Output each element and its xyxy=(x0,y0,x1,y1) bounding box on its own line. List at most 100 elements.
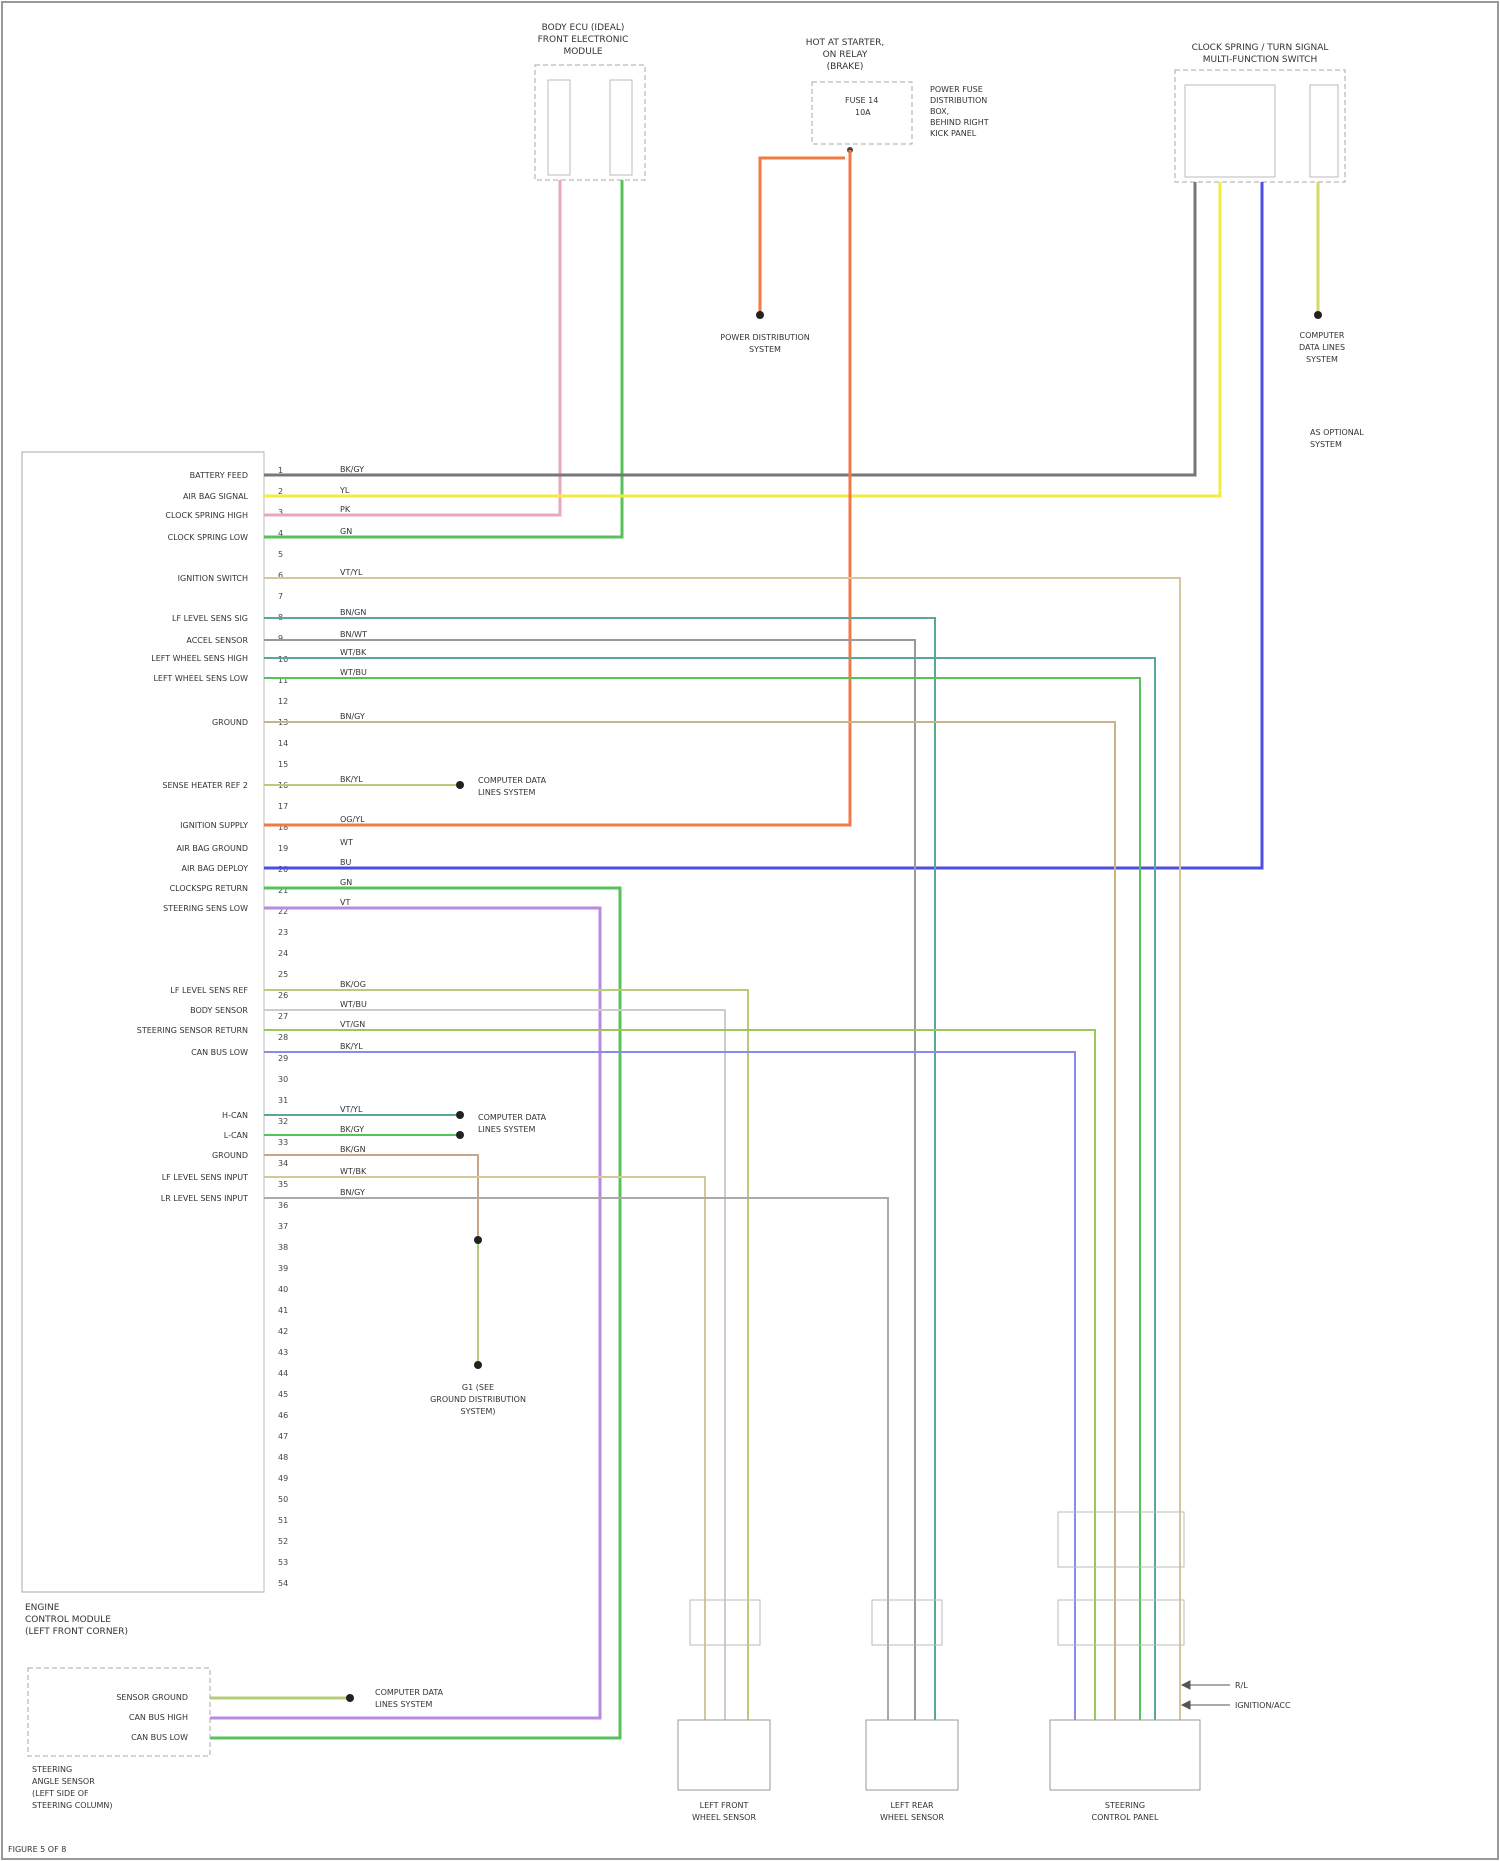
sas-title-1: STEERING xyxy=(32,1765,72,1774)
ref-optional-1: AS OPTIONAL xyxy=(1310,428,1364,437)
ecm-pin-number: 17 xyxy=(278,802,288,811)
input-arrows xyxy=(1182,1681,1230,1709)
wire-green xyxy=(264,180,622,537)
steering-control-panel: STEERING CONTROL PANEL xyxy=(1050,1512,1200,1822)
lrws-box xyxy=(866,1720,958,1790)
ecm-title-2: CONTROL MODULE xyxy=(25,1615,111,1625)
lrws-title-1: LEFT REAR xyxy=(890,1801,933,1810)
ref-optional-2: SYSTEM xyxy=(1310,440,1342,449)
top-right-title: CLOCK SPRING / TURN SIGNAL xyxy=(1192,43,1329,53)
wire-orange-power xyxy=(760,158,845,315)
ecm-pin-label: AIR BAG SIGNAL xyxy=(183,492,249,501)
wire-code: WT/BU xyxy=(340,668,367,677)
top-left-module-box xyxy=(535,65,645,180)
ecm-pin-label: IGNITION SUPPLY xyxy=(180,821,248,830)
ecm-pin-number: 7 xyxy=(278,592,283,601)
wire-code: VT/YL xyxy=(340,1105,363,1114)
ecm-pin-number: 51 xyxy=(278,1516,288,1525)
steering-angle-sensor: SENSOR GROUND CAN BUS HIGH CAN BUS LOW S… xyxy=(28,1668,210,1810)
ecm-pin-number: 54 xyxy=(278,1579,288,1588)
ecm-pin-number: 48 xyxy=(278,1453,288,1462)
top-left-module-title: BODY ECU (IDEAL) xyxy=(542,23,625,33)
fuse-label: FUSE 14 xyxy=(845,96,878,105)
wire-code: BK/GN xyxy=(340,1145,366,1154)
lfws-box xyxy=(678,1720,770,1790)
ecm-pin-number: 29 xyxy=(278,1054,288,1063)
ecm-pin-label: BODY SENSOR xyxy=(190,1006,248,1015)
sas-pin-1: SENSOR GROUND xyxy=(116,1693,188,1702)
ref-dot-ground-top xyxy=(474,1236,482,1244)
wire-orange-fuse xyxy=(264,150,850,825)
wire-code: BN/GY xyxy=(340,1188,365,1197)
wire-code: BK/GY xyxy=(340,465,364,474)
ecm-pin-number: 33 xyxy=(278,1138,288,1147)
top-left-module-title-3: MODULE xyxy=(563,47,602,57)
ecm-pin-number: 24 xyxy=(278,949,288,958)
fuse-note-1: POWER FUSE xyxy=(930,85,983,94)
wire-code: BK/YL xyxy=(340,775,363,784)
top-center-title: HOT AT STARTER, xyxy=(806,38,885,48)
sas-title-2: ANGLE SENSOR xyxy=(32,1777,95,1786)
ecm-pin-number: 30 xyxy=(278,1075,288,1084)
wire-code: GN xyxy=(340,878,352,887)
top-center-title-3: (BRAKE) xyxy=(827,62,864,72)
wire-code: BK/YL xyxy=(340,1042,363,1051)
ecm-pin-label: LF LEVEL SENS REF xyxy=(170,986,248,995)
wire-code: VT/GN xyxy=(340,1020,365,1029)
ref-ground-3: SYSTEM) xyxy=(460,1407,495,1416)
ecm-pin-number: 52 xyxy=(278,1537,288,1546)
wire-code: WT/BK xyxy=(340,648,367,657)
ref-comm1-2: LINES SYSTEM xyxy=(478,788,535,797)
ecm-pin-number: 44 xyxy=(278,1369,288,1378)
ecm-pin-number: 10 xyxy=(278,655,288,664)
ref-data-3: SYSTEM xyxy=(1306,355,1338,364)
ecm-pin-number: 49 xyxy=(278,1474,288,1483)
wire-teal-3 xyxy=(264,658,1155,1720)
ref-dot-comm-2b xyxy=(456,1131,464,1139)
wire-green-clockspring xyxy=(210,888,620,1738)
top-right-module-box xyxy=(1175,70,1345,182)
wire-code: BK/GY xyxy=(340,1125,364,1134)
fuse-note-4: BEHIND RIGHT xyxy=(930,118,989,127)
wire-pink xyxy=(264,180,560,515)
top-center-fuse-block: HOT AT STARTER, ON RELAY (BRAKE) FUSE 14… xyxy=(806,38,989,153)
ecm-pin-label: GROUND xyxy=(212,1151,248,1160)
ecm-pin-label: ACCEL SENSOR xyxy=(186,636,248,645)
wire-harness xyxy=(210,150,1318,1738)
ecm-pin-label: BATTERY FEED xyxy=(190,471,248,480)
ecm-pin-label: STEERING SENS LOW xyxy=(163,904,248,913)
wire-code: YL xyxy=(339,486,350,495)
wire-code: VT/YL xyxy=(340,568,363,577)
ecm-pin-label: LEFT WHEEL SENS HIGH xyxy=(151,654,248,663)
wire-code: GN xyxy=(340,527,352,536)
steering-angle-sensor-box xyxy=(28,1668,210,1756)
ecm-pin-number: 28 xyxy=(278,1033,288,1042)
ecm-pin-label: IGNITION SWITCH xyxy=(178,574,248,583)
arrow-head-2 xyxy=(1182,1701,1190,1709)
ecm-pin-number: 19 xyxy=(278,844,288,853)
ref-ground-2: GROUND DISTRIBUTION xyxy=(430,1395,526,1404)
ecm-pin-number: 46 xyxy=(278,1411,288,1420)
ref-dot-ground xyxy=(474,1361,482,1369)
figure-footer: FIGURE 5 OF 8 xyxy=(8,1845,66,1854)
top-right-connector-2 xyxy=(1310,85,1338,177)
ecm-pin-number: 42 xyxy=(278,1327,288,1336)
lrws-title-2: WHEEL SENSOR xyxy=(880,1813,945,1822)
scp-box xyxy=(1050,1720,1200,1790)
ecm-pin-label: CLOCKSPG RETURN xyxy=(170,884,248,893)
ecm-pin-number: 26 xyxy=(278,991,288,1000)
lfws-title-1: LEFT FRONT xyxy=(700,1801,749,1810)
scp-connector xyxy=(1058,1600,1184,1645)
ecm-pin-label: L-CAN xyxy=(224,1131,248,1140)
ref-dot-computer-data xyxy=(1314,311,1322,319)
ecm-pin-label: CAN BUS LOW xyxy=(191,1048,248,1057)
ecm-pin-number: 50 xyxy=(278,1495,288,1504)
wire-code: PK xyxy=(340,505,351,514)
wire-tan-ignition xyxy=(264,578,1180,1720)
top-right-module: CLOCK SPRING / TURN SIGNAL MULTI-FUNCTIO… xyxy=(1175,43,1345,182)
wire-code: BN/GY xyxy=(340,712,365,721)
wire-code: WT/BU xyxy=(340,1000,367,1009)
sas-pin-3: CAN BUS LOW xyxy=(131,1733,188,1742)
ecm-pin-number: 27 xyxy=(278,1012,288,1021)
ecm-pin-label: LEFT WHEEL SENS LOW xyxy=(153,674,248,683)
